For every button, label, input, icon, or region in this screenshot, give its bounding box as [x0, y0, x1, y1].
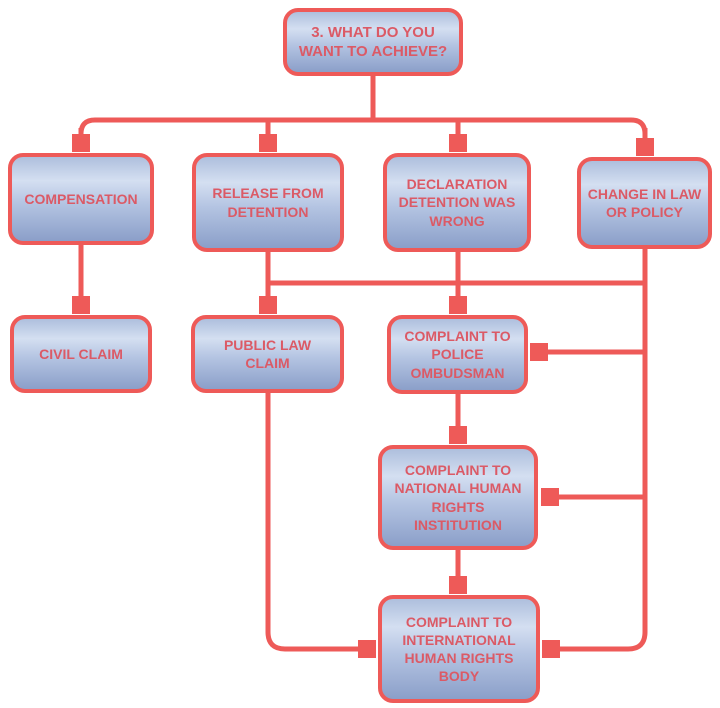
- node-release-from-detention: RELEASE FROM DETENTION: [192, 153, 344, 252]
- node-declaration-detention-wrong: DECLARATION DETENTION WAS WRONG: [383, 153, 531, 252]
- edge-root-bar: [78, 117, 648, 135]
- node-complaint-international-body: COMPLAINT TO INTERNATIONAL HUMAN RIGHTS …: [378, 595, 540, 703]
- node-change-in-law-or-policy: CHANGE IN LAW OR POLICY: [577, 157, 712, 249]
- edge-change-int-body: [544, 249, 648, 649]
- node-complaint-police-ombudsman: COMPLAINT TO POLICE OMBUDSMAN: [387, 315, 528, 394]
- node-root: 3. WHAT DO YOU WANT TO ACHIEVE?: [283, 8, 463, 76]
- node-public-law-claim: PUBLIC LAW CLAIM: [191, 315, 344, 393]
- node-compensation: COMPENSATION: [8, 153, 154, 245]
- node-complaint-nhri: COMPLAINT TO NATIONAL HUMAN RIGHTS INSTI…: [378, 445, 538, 550]
- edge-public-law-claim-int-body: [265, 393, 374, 649]
- node-civil-claim: CIVIL CLAIM: [10, 315, 152, 393]
